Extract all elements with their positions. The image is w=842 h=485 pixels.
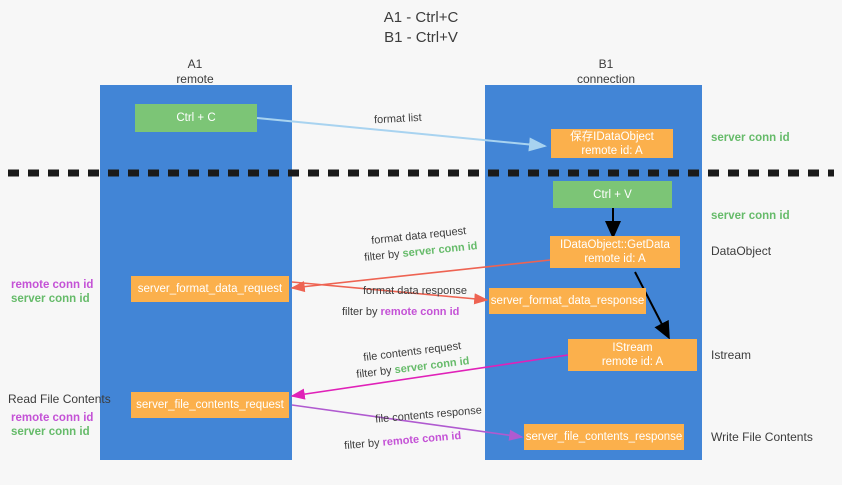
- box-ctrl-c-line1: Ctrl + C: [176, 112, 216, 124]
- lane-a1-subtitle: remote: [176, 72, 214, 86]
- edge-label-format-data-response-text: format data response: [363, 285, 467, 297]
- box-server-file-contents-request[interactable]: server_file_contents_request: [131, 392, 289, 418]
- box-server-file-contents-response[interactable]: server_file_contents_response: [524, 424, 684, 450]
- right-label-dataobject: DataObject: [711, 244, 772, 258]
- left-label-read-file-contents: Read File Contents: [8, 392, 111, 406]
- left-label-file-server-conn-id: server conn id: [11, 426, 90, 438]
- lane-b1-name: B1: [598, 57, 614, 71]
- box-server-format-data-request-label: server_format_data_request: [137, 283, 283, 295]
- edge-filter-file-contents-response: filter by remote conn id: [344, 429, 462, 453]
- edge-label-format-list-text: format list: [373, 111, 422, 127]
- lane-b1-subtitle: connection: [576, 72, 636, 86]
- edge-label-format-list: format list: [374, 111, 422, 127]
- box-getdata-line2: remote id: A: [584, 253, 646, 265]
- box-istream[interactable]: IStream remote id: A: [568, 339, 697, 371]
- edge-filter-file-contents-response-prefix: filter by: [343, 436, 384, 453]
- box-server-file-contents-request-label: server_file_contents_request: [136, 399, 284, 411]
- box-ctrl-c[interactable]: Ctrl + C: [135, 104, 257, 132]
- edge-filter-file-contents-request-prefix: filter by: [355, 364, 396, 381]
- lane-a1-name: A1: [187, 57, 203, 71]
- edge-label-file-contents-response-text: file contents response: [374, 404, 483, 426]
- left-label-format-server-conn-id: server conn id: [11, 293, 90, 305]
- box-server-file-contents-response-label: server_file_contents_response: [525, 431, 683, 443]
- edge-filter-format-data-response: filter by remote conn id: [342, 305, 459, 319]
- right-label-server-conn-id-second: server conn id: [711, 210, 790, 222]
- box-istream-line1: IStream: [612, 342, 653, 354]
- box-save-idataobject[interactable]: 保存IDataObject remote id: A: [551, 129, 673, 158]
- title-line-2: B1 - Ctrl+V: [384, 29, 458, 46]
- left-label-format-remote-conn-id: remote conn id: [11, 279, 94, 291]
- edge-label-format-data-response: format data response: [363, 284, 467, 298]
- box-idataobject-getdata[interactable]: IDataObject::GetData remote id: A: [550, 236, 680, 268]
- title-line-1: A1 - Ctrl+C: [383, 9, 459, 26]
- right-label-istream: Istream: [711, 348, 752, 362]
- edge-filter-file-contents-response-value: remote conn id: [382, 429, 462, 449]
- diagram-title: A1 - Ctrl+C B1 - Ctrl+V: [0, 8, 842, 48]
- box-server-format-data-response[interactable]: server_format_data_response: [489, 288, 646, 314]
- box-save-idataobject-line1: 保存IDataObject: [570, 130, 654, 143]
- edge-filter-format-data-request-prefix: filter by: [363, 247, 404, 264]
- box-ctrl-v-line1: Ctrl + V: [593, 188, 632, 201]
- left-label-file-remote-conn-id: remote conn id: [11, 412, 94, 424]
- box-server-format-data-response-label: server_format_data_response: [490, 295, 645, 307]
- edge-filter-format-data-response-value: remote conn id: [380, 306, 460, 318]
- box-server-format-data-request[interactable]: server_format_data_request: [131, 276, 289, 302]
- lane-header-b1: B1 connection: [530, 57, 682, 87]
- right-label-write-file-contents: Write File Contents: [711, 430, 813, 444]
- edge-label-file-contents-response: file contents response: [375, 403, 483, 426]
- box-istream-line2: remote id: A: [601, 356, 664, 368]
- box-save-idataobject-line2: remote id: A: [581, 144, 643, 157]
- lane-header-a1: A1 remote: [119, 57, 271, 87]
- right-label-server-conn-id-top: server conn id: [711, 132, 790, 144]
- box-getdata-line1: IDataObject::GetData: [560, 239, 670, 251]
- box-ctrl-v[interactable]: Ctrl + V: [553, 181, 672, 208]
- edge-filter-format-data-response-prefix: filter by: [342, 306, 381, 318]
